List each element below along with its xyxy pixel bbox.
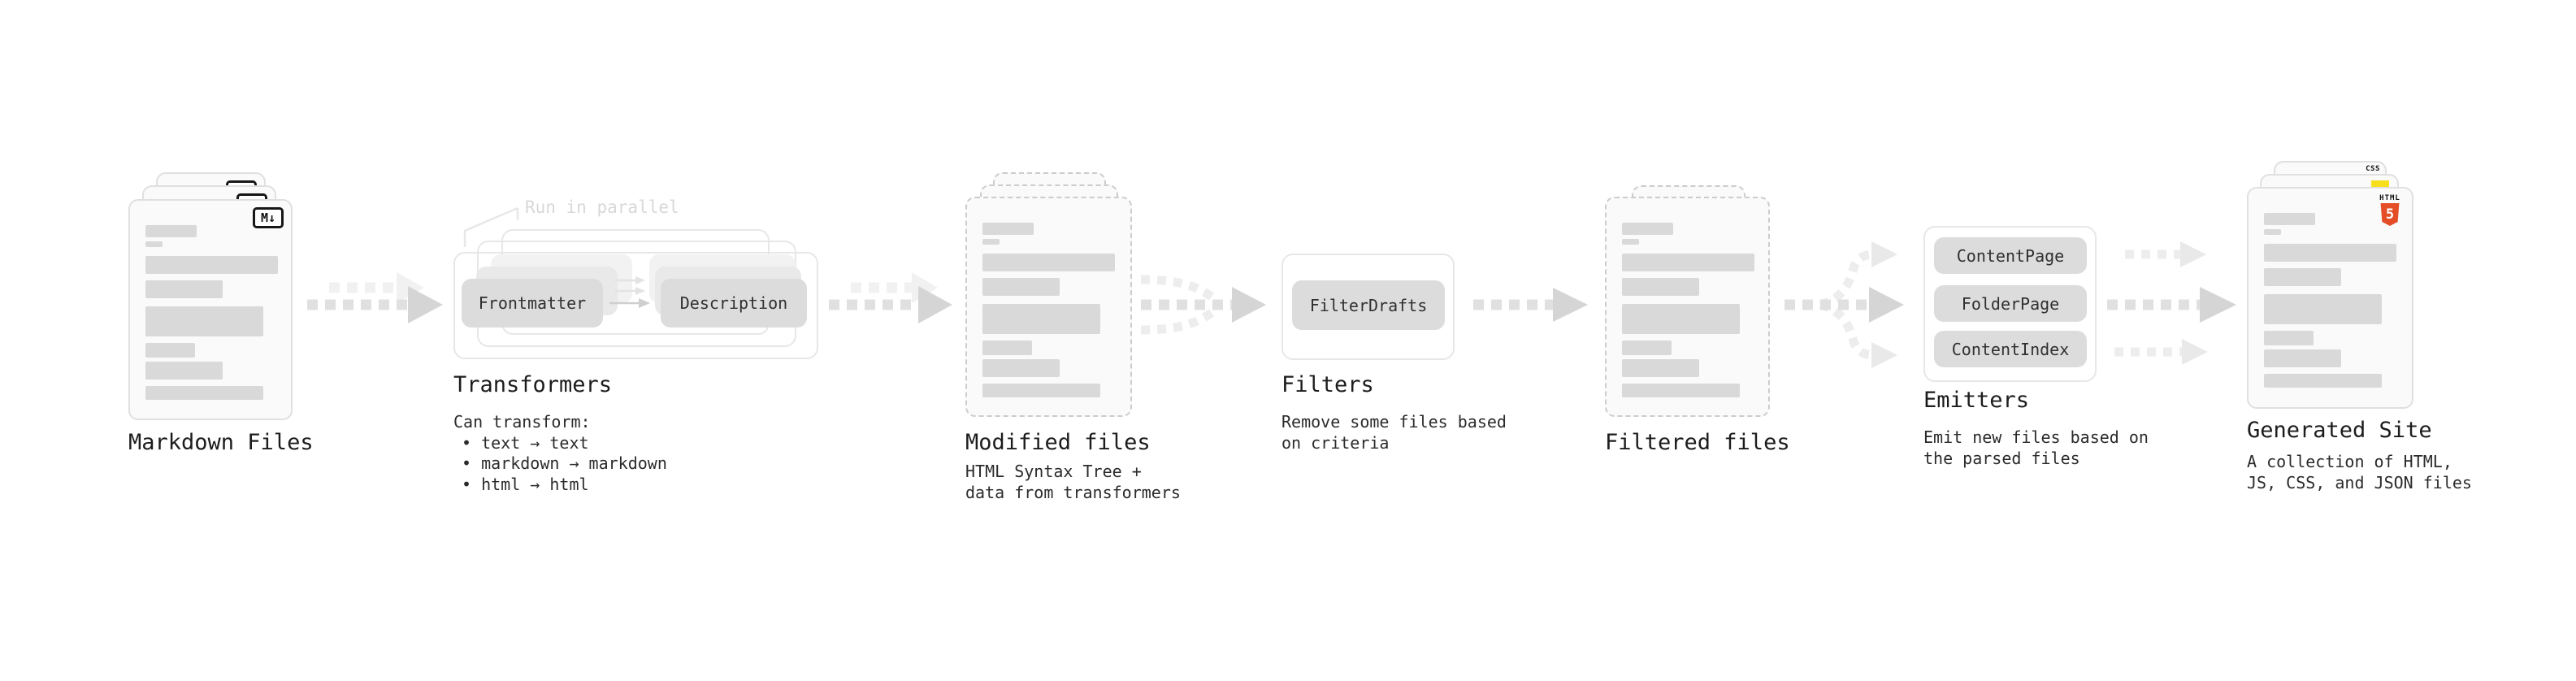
html5-icon: HTML 5: [2379, 194, 2401, 226]
modified-file-card-front: [965, 197, 1132, 417]
filters-desc-line: on criteria: [1281, 432, 1390, 453]
transformers-bullet: • text → text: [462, 432, 589, 453]
skeleton-text-bar: [982, 278, 1060, 296]
transformers-bullet: • markdown → markdown: [462, 453, 667, 473]
skeleton-text-bar: [2264, 374, 2382, 388]
generated-site-desc-line: A collection of HTML,: [2247, 452, 2452, 471]
folderpage-chip: FolderPage: [1934, 285, 2087, 322]
skeleton-text-bar: [145, 386, 263, 400]
description-chip: Description: [661, 279, 807, 327]
js-icon: [2371, 180, 2389, 189]
run-in-parallel-annotation: Run in parallel: [525, 197, 679, 217]
skeleton-text-bar: [145, 306, 263, 336]
skeleton-text-bar: [1622, 304, 1740, 334]
css-icon-label: CSS: [2366, 165, 2380, 173]
flow-arrow-markdown-to-transformers: [307, 272, 443, 323]
skeleton-text-bar: [2264, 349, 2341, 367]
generated-site-title: Generated Site: [2247, 418, 2432, 443]
skeleton-text-bar: [1622, 254, 1754, 271]
skeleton-text-bar: [982, 359, 1060, 377]
skeleton-text-bar: [145, 362, 223, 380]
site-file-card-html: HTML 5: [2247, 187, 2413, 409]
skeleton-text-bar: [2264, 294, 2382, 324]
skeleton-text-bar: [2264, 229, 2281, 235]
filtered-file-card-front: [1605, 197, 1770, 417]
skeleton-text-bar: [1622, 239, 1639, 245]
skeleton-text-bar: [145, 225, 197, 237]
skeleton-text-bar: [1622, 384, 1740, 397]
skeleton-text-bar: [982, 340, 1032, 355]
skeleton-text-bar: [2264, 331, 2314, 345]
filters-title: Filters: [1281, 372, 1374, 397]
skeleton-text-bar: [145, 256, 278, 274]
skeleton-text-bar: [982, 304, 1100, 334]
markdown-icon-label: M↓: [260, 210, 276, 225]
flow-arrow-transformers-to-modified: [829, 272, 952, 323]
transformer-internal-arrows: [609, 276, 650, 308]
transformers-desc-heading: Can transform:: [453, 412, 591, 432]
modified-files-description: HTML Syntax Tree + data from transformer…: [965, 462, 1181, 503]
transformer-container-front: [453, 252, 818, 359]
skeleton-text-bar: [2264, 268, 2341, 286]
generated-site-description: A collection of HTML, JS, CSS, and JSON …: [2247, 452, 2472, 493]
flow-arrow-filtered-to-emitters-fork: [1785, 241, 1904, 368]
modified-files-desc-line: data from transformers: [965, 482, 1181, 502]
emitters-description: Emit new files based on the parsed files: [1923, 427, 2149, 469]
transformers-bullet: • html → html: [462, 474, 589, 494]
html5-icon-label: HTML: [2379, 194, 2400, 202]
emitters-desc-line: the parsed files: [1923, 448, 2080, 468]
generated-site-desc-line: JS, CSS, and JSON files: [2247, 472, 2472, 492]
skeleton-text-bar: [1622, 278, 1699, 296]
modified-files-desc-line: HTML Syntax Tree +: [965, 462, 1142, 481]
markdown-files-title: Markdown Files: [128, 430, 314, 455]
skeleton-text-bar: [982, 223, 1034, 235]
contentpage-chip: ContentPage: [1934, 237, 2087, 274]
skeleton-text-bar: [2264, 244, 2396, 262]
filterdrafts-chip: FilterDrafts: [1292, 280, 1445, 330]
markdown-icon: M↓: [253, 207, 284, 228]
filters-desc-line: Remove some files based: [1281, 412, 1507, 432]
filtered-files-title: Filtered files: [1605, 430, 1790, 455]
transformers-title: Transformers: [453, 372, 613, 397]
skeleton-text-bar: [1622, 340, 1672, 355]
emitters-title: Emitters: [1923, 388, 2030, 413]
skeleton-text-bar: [982, 384, 1100, 397]
emitters-desc-line: Emit new files based on: [1923, 427, 2149, 447]
skeleton-text-bar: [145, 343, 195, 358]
frontmatter-chip: Frontmatter: [462, 279, 603, 327]
html5-icon-number: 5: [2385, 206, 2395, 223]
filters-description: Remove some files based on criteria: [1281, 412, 1507, 453]
css-icon: CSS: [2365, 166, 2381, 173]
skeleton-text-bar: [2264, 213, 2315, 225]
skeleton-text-bar: [1622, 223, 1673, 235]
skeleton-text-bar: [1622, 359, 1699, 377]
skeleton-text-bar: [982, 254, 1115, 271]
modified-files-title: Modified files: [965, 430, 1151, 455]
skeleton-text-bar: [145, 241, 163, 247]
skeleton-text-bar: [982, 239, 1000, 245]
skeleton-text-bar: [145, 280, 223, 298]
html5-icon-shield: 5: [2380, 203, 2400, 226]
transformers-description: Can transform: • text → text • markdown …: [453, 412, 667, 495]
flow-arrow-filters-to-filtered: [1473, 288, 1588, 322]
contentindex-chip: ContentIndex: [1934, 331, 2087, 367]
markdown-file-card-front: M↓: [128, 199, 293, 420]
flow-arrow-modified-to-filters-merge: [1140, 275, 1266, 335]
flow-arrows-emitters-to-site: [2107, 241, 2236, 365]
run-in-parallel-callout-line: [463, 206, 519, 247]
